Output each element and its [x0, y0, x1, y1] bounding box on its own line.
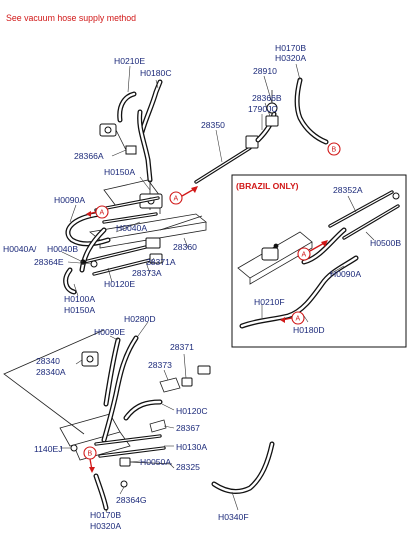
label-h0150a-low: H0150A	[64, 305, 95, 315]
label-h0180d: H0180D	[293, 325, 325, 335]
label-28371: 28371	[170, 342, 194, 352]
label-h0120c: H0120C	[176, 406, 208, 416]
upper-hoses	[117, 79, 163, 183]
callout-a-2: A	[86, 205, 109, 219]
label-h0100a: H0100A	[64, 294, 95, 304]
label-h0040a-left: H0040A/	[3, 244, 37, 254]
label-28910: 28910	[253, 66, 277, 76]
label-28364e: 28364E	[34, 257, 64, 267]
label-h0500b: H0500B	[370, 238, 401, 248]
label-28367: 28367	[176, 423, 200, 433]
svg-text:A: A	[174, 196, 179, 203]
lower-section	[3, 329, 275, 511]
label-h0320a-top: H0320A	[275, 53, 306, 63]
vacuum-valve-28366a	[99, 123, 137, 155]
label-h0090a-right: H0090A	[330, 269, 361, 279]
leader-lines	[60, 63, 375, 513]
label-h0180c: H0180C	[140, 68, 172, 78]
label-28325: 28325	[176, 462, 200, 472]
label-h0090e: H0090E	[94, 327, 125, 337]
label-28360: 28360	[173, 242, 197, 252]
hose-h0170b-top	[265, 77, 329, 145]
label-28350: 28350	[201, 120, 225, 130]
hose-h0090a-left	[65, 211, 111, 247]
pipe-28360	[159, 215, 203, 231]
label-h0040a-mid: H0040A	[116, 223, 147, 233]
label-28352a: 28352A	[333, 185, 363, 195]
label-h0170b-top: H0170B	[275, 43, 306, 53]
callout-b-2: B	[83, 446, 97, 473]
label-h0170b-bot: H0170B	[90, 510, 121, 520]
label-28340a: 28340A	[36, 367, 66, 377]
label-28364g: 28364G	[116, 495, 147, 505]
label-h0210f: H0210F	[254, 297, 285, 307]
label-h0150a: H0150A	[104, 167, 135, 177]
brazil-only-title: (BRAZIL ONLY)	[236, 181, 299, 191]
svg-text:A: A	[302, 252, 307, 259]
label-28371a: 28371A	[146, 257, 176, 267]
label-1140ej: 1140EJ	[34, 444, 63, 454]
callout-a-3: A	[297, 240, 328, 261]
label-h0120e: H0120E	[104, 279, 135, 289]
callout-b-1: B	[327, 142, 341, 156]
label-h0090a-left: H0090A	[54, 195, 85, 205]
label-1790jc: 1790JC	[248, 104, 278, 114]
label-h0320a-bot: H0320A	[90, 521, 121, 531]
label-h0340f: H0340F	[218, 512, 249, 522]
callout-a-4: A	[280, 311, 305, 325]
label-28366b: 28366B	[252, 93, 282, 103]
label-28373: 28373	[148, 360, 172, 370]
svg-text:A: A	[100, 210, 105, 217]
supply-method-note: See vacuum hose supply method	[6, 13, 136, 23]
label-28373a: 28373A	[132, 268, 162, 278]
label-h0130a: H0130A	[176, 442, 207, 452]
label-28366a: 28366A	[74, 151, 104, 161]
label-h0040b: H0040B	[47, 244, 78, 254]
label-h0280d: H0280D	[124, 314, 156, 324]
part-labels: H0210E H0180C H0170B H0320A 28910 28366B…	[3, 43, 401, 531]
svg-text:B: B	[332, 147, 337, 154]
label-h0210e: H0210E	[114, 56, 145, 66]
label-h0050a: H0050A	[140, 457, 171, 467]
callout-a-1: A	[169, 186, 198, 205]
brazil-only-box: (BRAZIL ONLY)	[231, 174, 407, 348]
label-28340: 28340	[36, 356, 60, 366]
svg-text:A: A	[296, 316, 301, 323]
svg-text:B: B	[88, 451, 93, 458]
